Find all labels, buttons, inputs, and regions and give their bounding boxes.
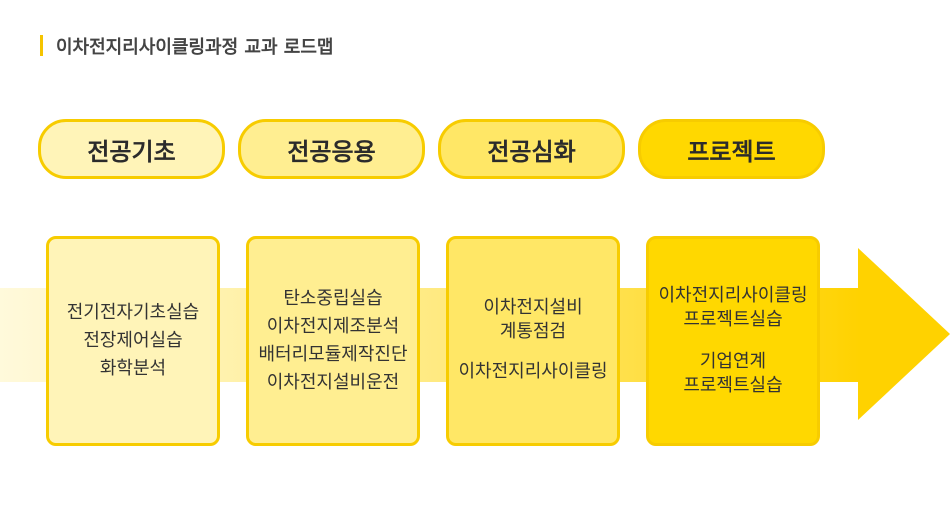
course-item: 전기전자기초실습 — [66, 302, 200, 323]
page-title: 이차전지리사이클링과정 교과 로드맵 — [56, 37, 334, 58]
course-item: 전장제어실습 — [83, 330, 183, 351]
course-item: 프로젝트실습 — [683, 309, 783, 330]
progress-arrow-head — [858, 248, 950, 420]
course-box-basic: 전기전자기초실습 전장제어실습 화학분석 — [46, 236, 220, 446]
course-item: 이차전지리사이클링 — [658, 285, 808, 306]
course-item: 계통점검 — [499, 321, 567, 342]
course-item: 이차전지설비 — [483, 297, 583, 318]
course-item: 기업연계 — [699, 351, 767, 372]
course-item: 탄소중립실습 — [283, 288, 383, 309]
title-accent-bar — [40, 35, 43, 56]
course-item: 이차전지설비운전 — [266, 372, 400, 393]
course-item: 화학분석 — [99, 358, 167, 379]
course-box-advanced: 이차전지설비 계통점검 이차전지리사이클링 — [446, 236, 620, 446]
course-box-applied: 탄소중립실습 이차전지제조분석 배터리모듈제작진단 이차전지설비운전 — [246, 236, 420, 446]
course-box-project: 이차전지리사이클링 프로젝트실습 기업연계 프로젝트실습 — [646, 236, 820, 446]
course-item: 이차전지리사이클링 — [458, 361, 608, 382]
stage-pill-basic: 전공기초 — [38, 119, 225, 179]
course-item: 배터리모듈제작진단 — [258, 344, 408, 365]
stage-pill-applied: 전공응용 — [238, 119, 425, 179]
stage-pill-project: 프로젝트 — [638, 119, 825, 179]
course-item: 프로젝트실습 — [683, 375, 783, 396]
course-item: 이차전지제조분석 — [266, 316, 400, 337]
stage-pill-advanced: 전공심화 — [438, 119, 625, 179]
